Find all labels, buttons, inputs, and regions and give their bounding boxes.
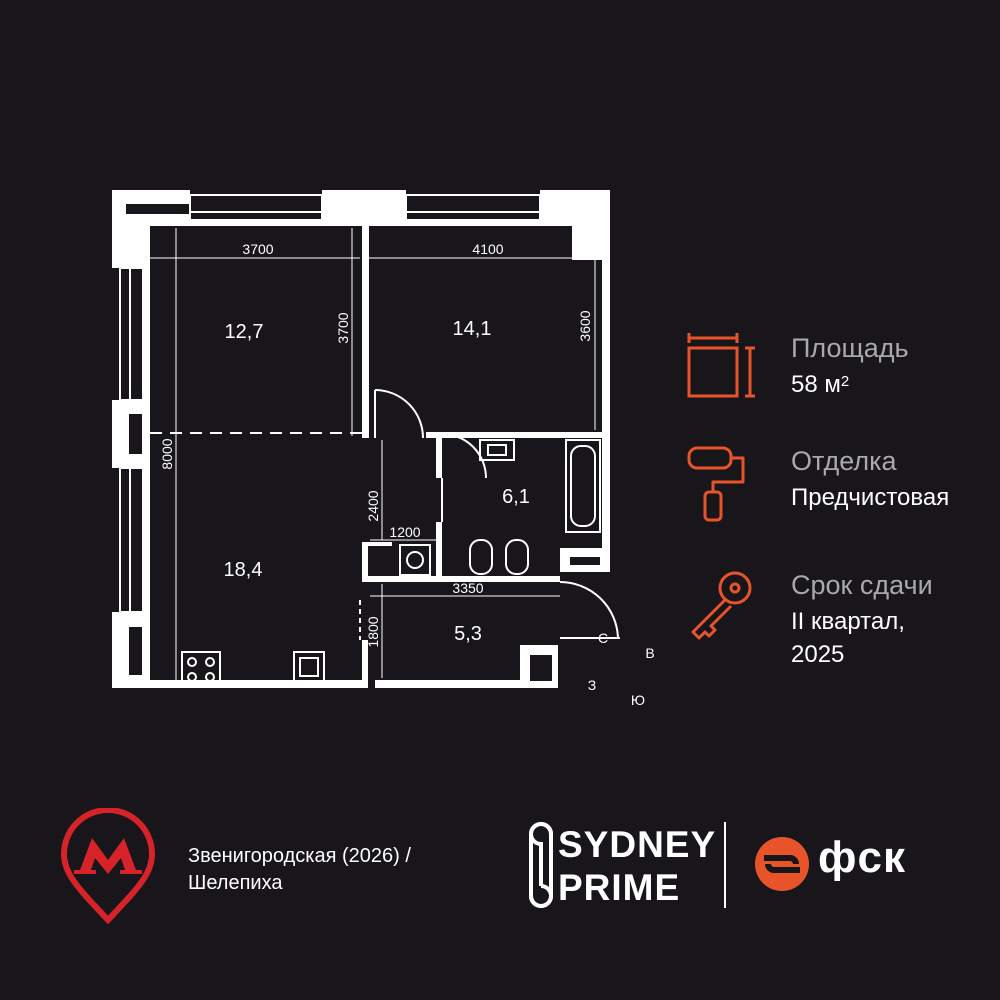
room-area-room2: 14,1 bbox=[453, 318, 492, 340]
area-label: Площадь bbox=[791, 333, 909, 363]
metro-line2: Шелепиха bbox=[188, 872, 283, 894]
dim-3350: 3350 bbox=[452, 580, 483, 596]
area-value: 58 м2 bbox=[791, 371, 850, 398]
metro-logo-icon bbox=[60, 808, 156, 925]
dim-3700-side: 3700 bbox=[335, 312, 351, 343]
room-area-living: 18,4 bbox=[224, 559, 263, 581]
room-area-bath: 6,1 bbox=[502, 486, 530, 508]
area-icon bbox=[687, 333, 755, 398]
brand-divider bbox=[724, 822, 726, 908]
fsk-logo-icon bbox=[755, 837, 809, 891]
dim-8000: 8000 bbox=[159, 438, 175, 469]
compass-south: Ю bbox=[631, 692, 645, 708]
developer-name: фск bbox=[818, 833, 906, 882]
compass-west: З bbox=[588, 677, 596, 693]
dim-2400: 2400 bbox=[365, 490, 381, 521]
dim-3700-top: 3700 bbox=[242, 241, 273, 257]
sydney-prime-logo-icon bbox=[529, 822, 553, 908]
dim-1800: 1800 bbox=[365, 616, 381, 647]
finish-label: Отделка bbox=[791, 446, 897, 476]
dimension-lines bbox=[150, 228, 602, 680]
dim-4100: 4100 bbox=[472, 241, 503, 257]
compass-east: В bbox=[645, 645, 654, 661]
deadline-label: Срок сдачи bbox=[791, 570, 933, 600]
doors bbox=[359, 389, 620, 640]
metro-line1: Звенигородская (2026) / bbox=[188, 845, 411, 867]
dim-1200: 1200 bbox=[389, 524, 420, 540]
inner-walls bbox=[142, 220, 602, 688]
metro-stations: Звенигородская (2026) / Шелепиха bbox=[188, 843, 411, 897]
room-area-hall: 5,3 bbox=[454, 623, 482, 645]
paint-roller-icon bbox=[687, 446, 745, 522]
dim-3600: 3600 bbox=[577, 310, 593, 341]
deadline-value: II квартал, 2025 bbox=[791, 608, 905, 668]
brand-name: SYDNEY PRIME bbox=[558, 824, 717, 908]
room-area-bedroom: 12,7 bbox=[225, 321, 264, 343]
fixtures bbox=[181, 439, 601, 687]
finish-value: Предчистовая bbox=[791, 484, 950, 511]
key-icon bbox=[691, 571, 752, 640]
compass-north: С bbox=[598, 630, 608, 646]
